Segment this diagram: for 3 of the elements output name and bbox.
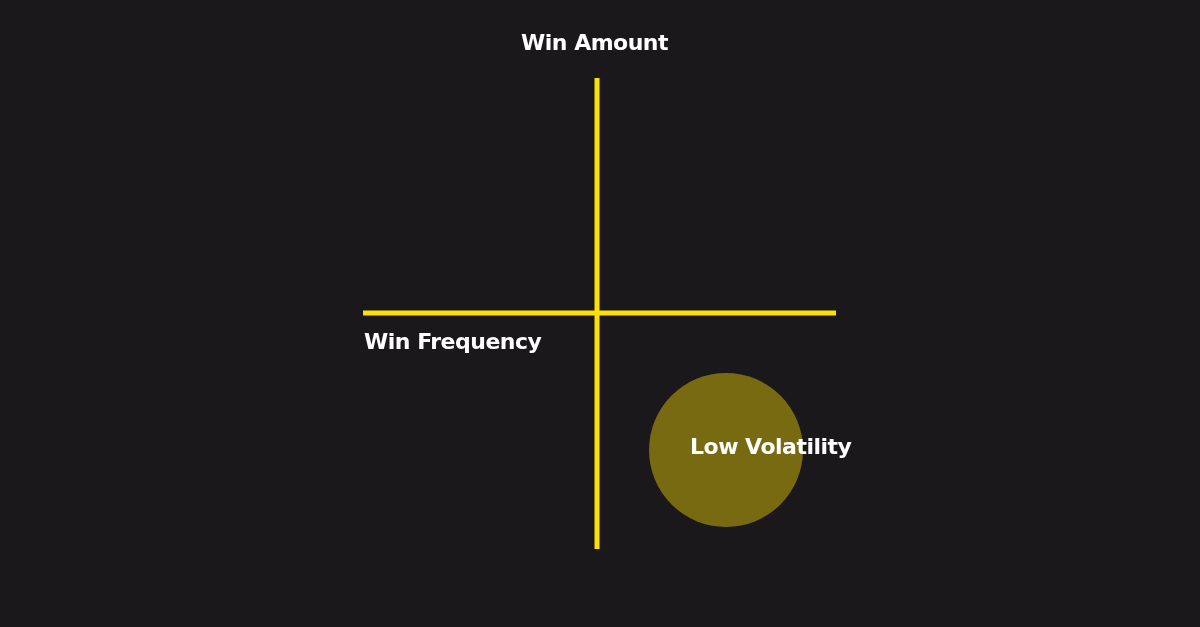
- axis-label: Win Frequency: [364, 329, 542, 354]
- axis-label: Win Amount: [521, 30, 669, 55]
- circle-label: Low Volatility: [690, 434, 852, 459]
